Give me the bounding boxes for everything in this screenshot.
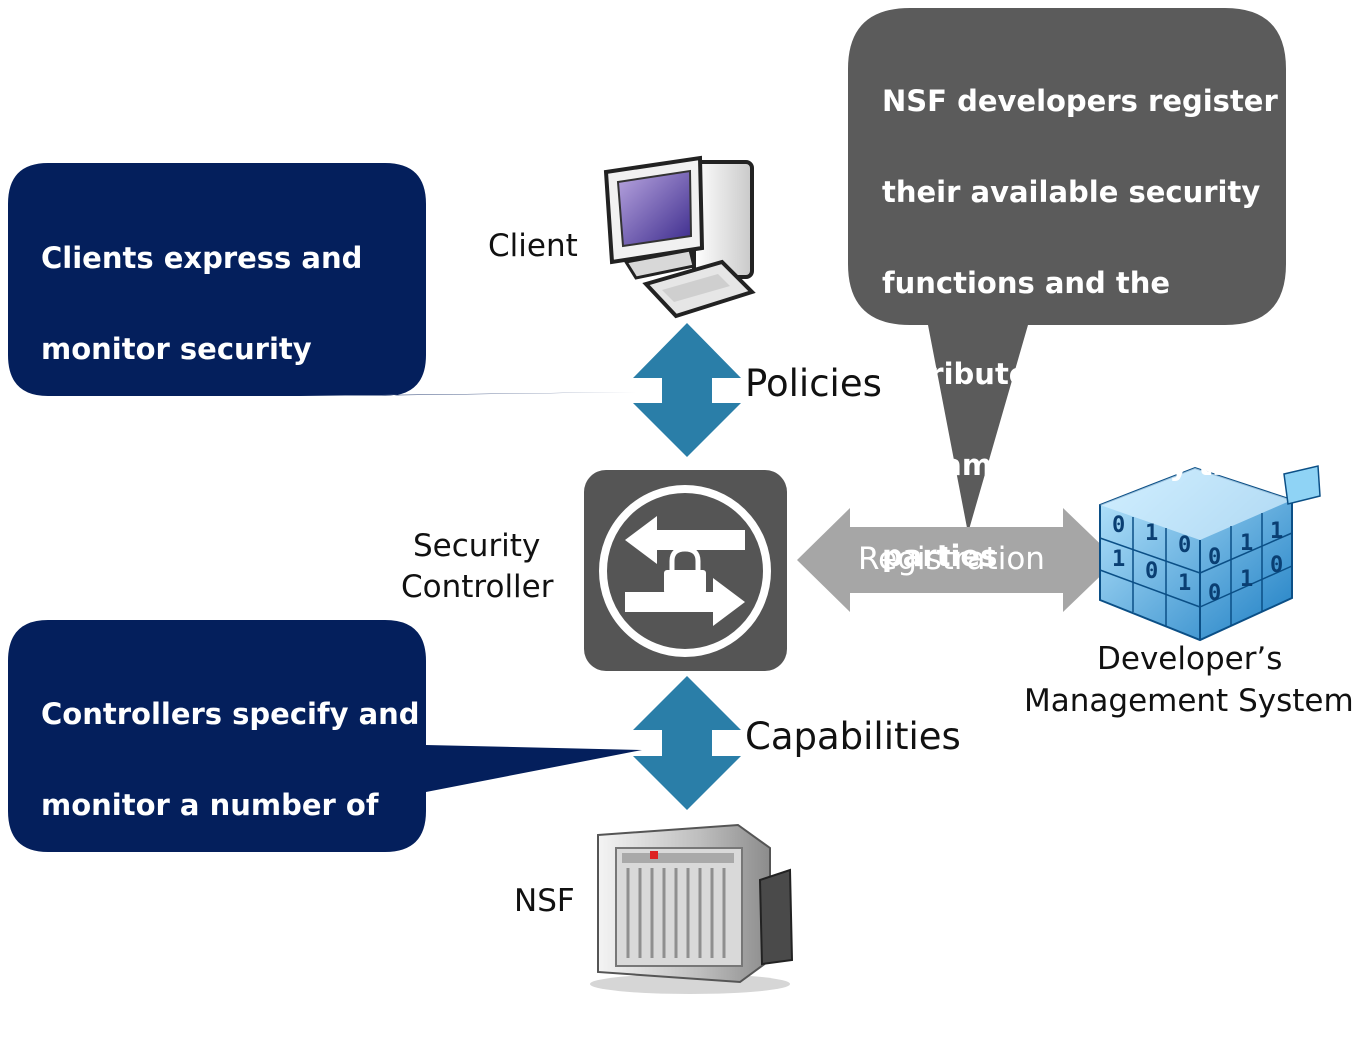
- computer-icon: [603, 155, 756, 319]
- security-controller-label-line1: Security: [413, 528, 541, 564]
- client-label: Client: [488, 228, 578, 264]
- cube-bit: 0: [1208, 581, 1221, 606]
- developer-callout-line: attributes that can be: [882, 356, 1242, 391]
- developer-callout-line: their available security: [882, 174, 1261, 209]
- client-callout-line: Clients express and: [41, 240, 363, 275]
- security-controller-label-line2: Controller: [401, 569, 554, 605]
- controller-callout-bubble: [8, 620, 642, 852]
- registration-arrow: [797, 508, 1117, 612]
- cube-bit: 1: [1270, 519, 1283, 544]
- client-callout-line: monitor security: [41, 331, 312, 366]
- cube-bit: 0: [1112, 513, 1125, 538]
- cube-bit: 0: [1270, 553, 1283, 578]
- capabilities-label: Capabilities: [745, 715, 961, 758]
- developer-callout-line: parties: [882, 538, 998, 573]
- policies-arrow: [633, 323, 741, 457]
- controller-callout-line: monitor a number of: [41, 787, 379, 822]
- cube-bit: 0: [1178, 533, 1191, 558]
- capabilities-arrow: [633, 676, 741, 810]
- cube-bit: 0: [1145, 559, 1158, 584]
- cube-bit: 1: [1240, 567, 1253, 592]
- client-callout-bubble: [8, 163, 636, 396]
- dev-mgmt-label-line1: Developer’s: [1097, 641, 1283, 677]
- developer-callout-line: dynamically set by third: [882, 447, 1278, 482]
- developer-callout-line: NSF developers register: [882, 83, 1278, 118]
- registration-label: Registration: [858, 541, 1045, 577]
- nsf-label: NSF: [514, 883, 575, 919]
- controller-callout-line: Controllers specify and: [41, 696, 420, 731]
- cube-bit: 0: [1208, 545, 1221, 570]
- developer-callout-bubble: [848, 8, 1286, 533]
- client-callout-line: policies for their: [41, 422, 312, 457]
- cube-bit: 1: [1145, 521, 1158, 546]
- controller-callout-line: by NSF developers: [41, 969, 347, 1004]
- developer-callout-text: NSF developers register their available …: [882, 33, 1282, 625]
- server-icon: [590, 823, 794, 994]
- developer-callout-line: functions and the: [882, 265, 1171, 300]
- cube-bit: 1: [1112, 547, 1125, 572]
- client-callout-text: Clients express and monitor security pol…: [41, 190, 426, 600]
- controller-callout-line: attributes registered: [41, 878, 386, 913]
- controller-callout-text: Controllers specify and monitor a number…: [41, 646, 426, 1056]
- client-callout-line: specific flows: [41, 513, 261, 548]
- security-controller-icon: [584, 470, 787, 671]
- policies-label: Policies: [745, 362, 882, 405]
- cube-bit: 1: [1178, 571, 1191, 596]
- dev-mgmt-label-line2: Management System: [1024, 683, 1354, 719]
- cube-bit: 1: [1240, 531, 1253, 556]
